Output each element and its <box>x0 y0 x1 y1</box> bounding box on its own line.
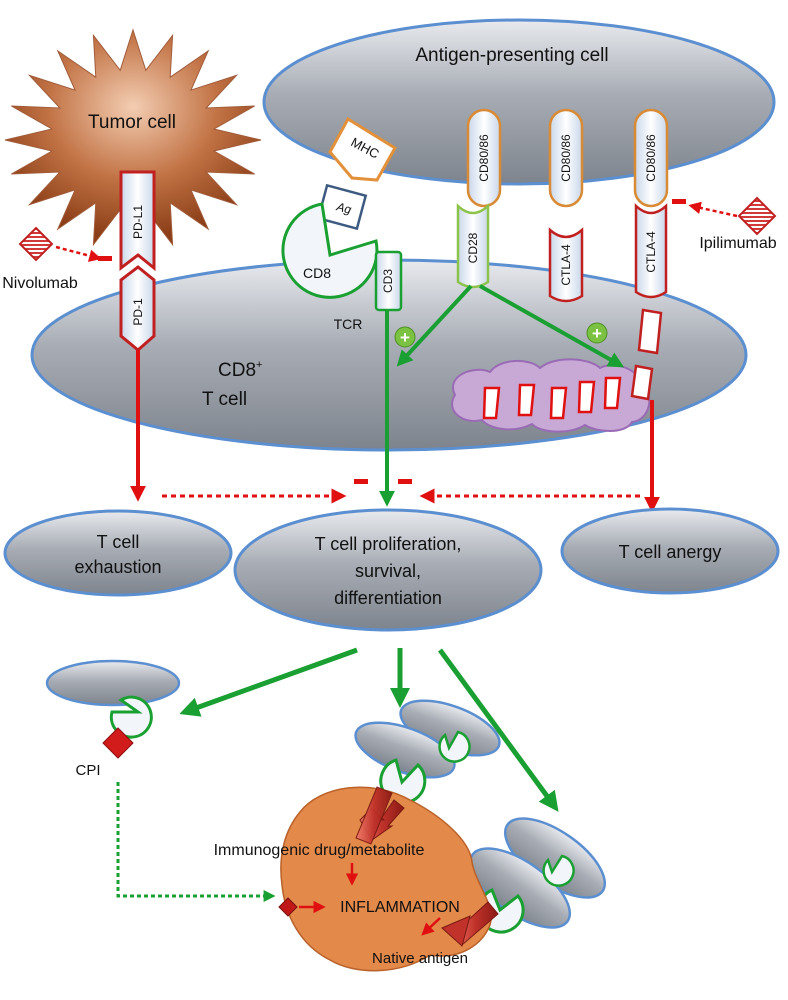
cpi-to-organ-arrow <box>116 782 276 902</box>
tcr-label: TCR <box>334 316 363 332</box>
cd28-receptor: CD28 <box>456 203 490 289</box>
svg-text:T cell: T cell <box>97 532 140 552</box>
cd3-label: CD3 <box>381 269 395 293</box>
nivolumab-drug: Nivolumab <box>2 226 112 292</box>
cd80-86-molecule-2: CD80/86 <box>548 108 584 208</box>
cd3-receptor: CD3 TCR <box>334 250 403 332</box>
pd-l1-receptor: PD-L1 <box>119 170 156 272</box>
nivolumab-minus <box>98 256 112 261</box>
plus-badge-right: + <box>586 322 608 344</box>
antigen-box: Ag <box>316 183 368 231</box>
t-cell-label-line1: CD8+ <box>218 359 262 381</box>
pd-l1-label: PD-L1 <box>131 205 145 239</box>
t-cell-label-line2: T cell <box>202 389 247 410</box>
svg-text:CD80/86: CD80/86 <box>559 134 573 182</box>
inflammation-label: INFLAMMATION <box>340 899 460 916</box>
outcome-anergy: T cell anergy <box>560 507 780 595</box>
inflammation-arrows <box>278 863 441 936</box>
drug-metabolite-label: Immunogenic drug/metabolite <box>214 842 425 859</box>
svg-text:T cell anergy: T cell anergy <box>619 542 722 562</box>
cd8-label: CD8 <box>303 265 331 281</box>
svg-text:+: + <box>592 324 602 343</box>
plus-badge-left: + <box>394 326 416 348</box>
svg-text:CTLA-4: CTLA-4 <box>559 244 573 286</box>
ag-label: Ag <box>334 199 353 217</box>
cd80-86-molecule-1: CD80/86 <box>466 108 502 208</box>
cd28-to-ctla4-arrow <box>479 284 625 368</box>
minus-sign-left <box>354 479 368 484</box>
ctla4-vesicle <box>451 358 651 433</box>
cpi-small-diamond <box>278 897 298 917</box>
svg-text:+: + <box>400 328 410 347</box>
drug-arrow <box>355 786 405 845</box>
signal-arrows <box>130 284 660 513</box>
svg-text:CD80/86: CD80/86 <box>644 134 658 182</box>
nivolumab-label: Nivolumab <box>2 275 78 292</box>
minus-sign-right <box>398 479 412 484</box>
small-t-cell-cpi: CPI <box>45 659 181 779</box>
pd-1-label: PD-1 <box>131 298 145 326</box>
cd8-receptor: CD8 <box>281 202 379 299</box>
outcome-exhaustion: T cell exhaustion <box>3 509 233 597</box>
apc-label: Antigen-presenting cell <box>415 45 608 66</box>
svg-text:T cell proliferation,: T cell proliferation, <box>315 534 462 554</box>
native-antigen-label: Native antigen <box>372 950 468 967</box>
cd28-to-tcr-arrow <box>396 284 473 367</box>
ctla4-receptor-right: CTLA-4 <box>630 203 668 401</box>
svg-text:CTLA-4: CTLA-4 <box>644 231 658 273</box>
outcome-proliferation: T cell proliferation, survival, differen… <box>233 508 543 632</box>
ipilimumab-minus <box>672 199 686 204</box>
small-t-cell-native <box>468 817 607 934</box>
svg-text:CD80/86: CD80/86 <box>477 134 491 182</box>
cpi-label: CPI <box>75 762 100 779</box>
svg-text:exhaustion: exhaustion <box>74 557 161 577</box>
svg-text:differentiation: differentiation <box>334 588 442 608</box>
native-antigen-arrow <box>441 901 499 947</box>
ctla4-receptor-middle: CTLA-4 <box>548 227 584 303</box>
tumor-label: Tumor cell <box>88 112 176 133</box>
ipilimumab-drug: Ipilimumab <box>672 196 777 252</box>
cd80-86-molecule-3: CD80/86 <box>633 108 669 208</box>
svg-text:CD28: CD28 <box>466 232 480 263</box>
pd-1-receptor: PD-1 <box>119 265 156 352</box>
svg-text:survival,: survival, <box>355 561 421 581</box>
mhc-molecule: MHC <box>328 116 398 182</box>
ipilimumab-label: Ipilimumab <box>699 235 776 252</box>
downstream-arrows <box>179 647 559 812</box>
